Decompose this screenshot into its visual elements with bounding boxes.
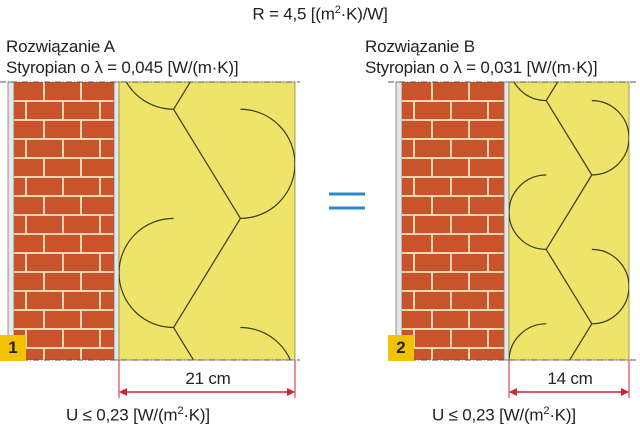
dimension-arrow-left xyxy=(119,388,127,396)
panel-a-material: Styropian o λ = 0,045 [W/(m·K)] xyxy=(6,58,239,77)
panel-b-title: Rozwiązanie B xyxy=(365,37,475,56)
u-value-sup: 2 xyxy=(177,405,184,417)
panel-a-thickness-label: 21 cm xyxy=(185,369,231,388)
panel-a-badge: 1 xyxy=(0,335,26,361)
title-superscript: 2 xyxy=(334,4,341,16)
panel-a-insulation xyxy=(118,81,296,361)
panel-a-u-value: U ≤ 0,23 [W/(m2·K)] xyxy=(66,405,210,426)
panel-a-title: Rozwiązanie A xyxy=(6,37,115,56)
panel-b-u-value: U ≤ 0,23 [W/(m2·K)] xyxy=(432,405,576,426)
u-value-text: U ≤ 0,23 [W/(m xyxy=(66,405,178,425)
panel-b-thickness-label: 14 cm xyxy=(547,369,593,388)
panel-b-plaster-layer xyxy=(395,81,403,361)
panel-a-adhesive-layer xyxy=(113,81,120,361)
u-value-suffix: ·K)] xyxy=(549,405,576,425)
panel-b-insulation-pattern xyxy=(509,82,629,360)
dimension-arrow-right xyxy=(621,388,629,396)
u-value-text: U ≤ 0,23 [W/(m xyxy=(432,405,544,425)
panel-b-badge: 2 xyxy=(388,335,414,361)
dimension-arrow-right xyxy=(287,388,295,396)
panel-a-plaster-layer xyxy=(7,81,15,361)
title-text: R = 4,5 [(m xyxy=(252,4,335,24)
u-value-sup: 2 xyxy=(543,405,550,417)
thermal-resistance-title: R = 4,5 [(m2·K)/W] xyxy=(0,4,640,25)
dimension-arrow-left xyxy=(509,388,517,396)
panel-a-insulation-pattern xyxy=(119,82,295,360)
panel-b-material: Styropian o λ = 0,031 [W/(m·K)] xyxy=(365,58,598,77)
u-value-suffix: ·K)] xyxy=(183,405,210,425)
panel-b-adhesive-layer xyxy=(503,81,510,361)
title-text-suffix: ·K)/W] xyxy=(340,4,388,24)
